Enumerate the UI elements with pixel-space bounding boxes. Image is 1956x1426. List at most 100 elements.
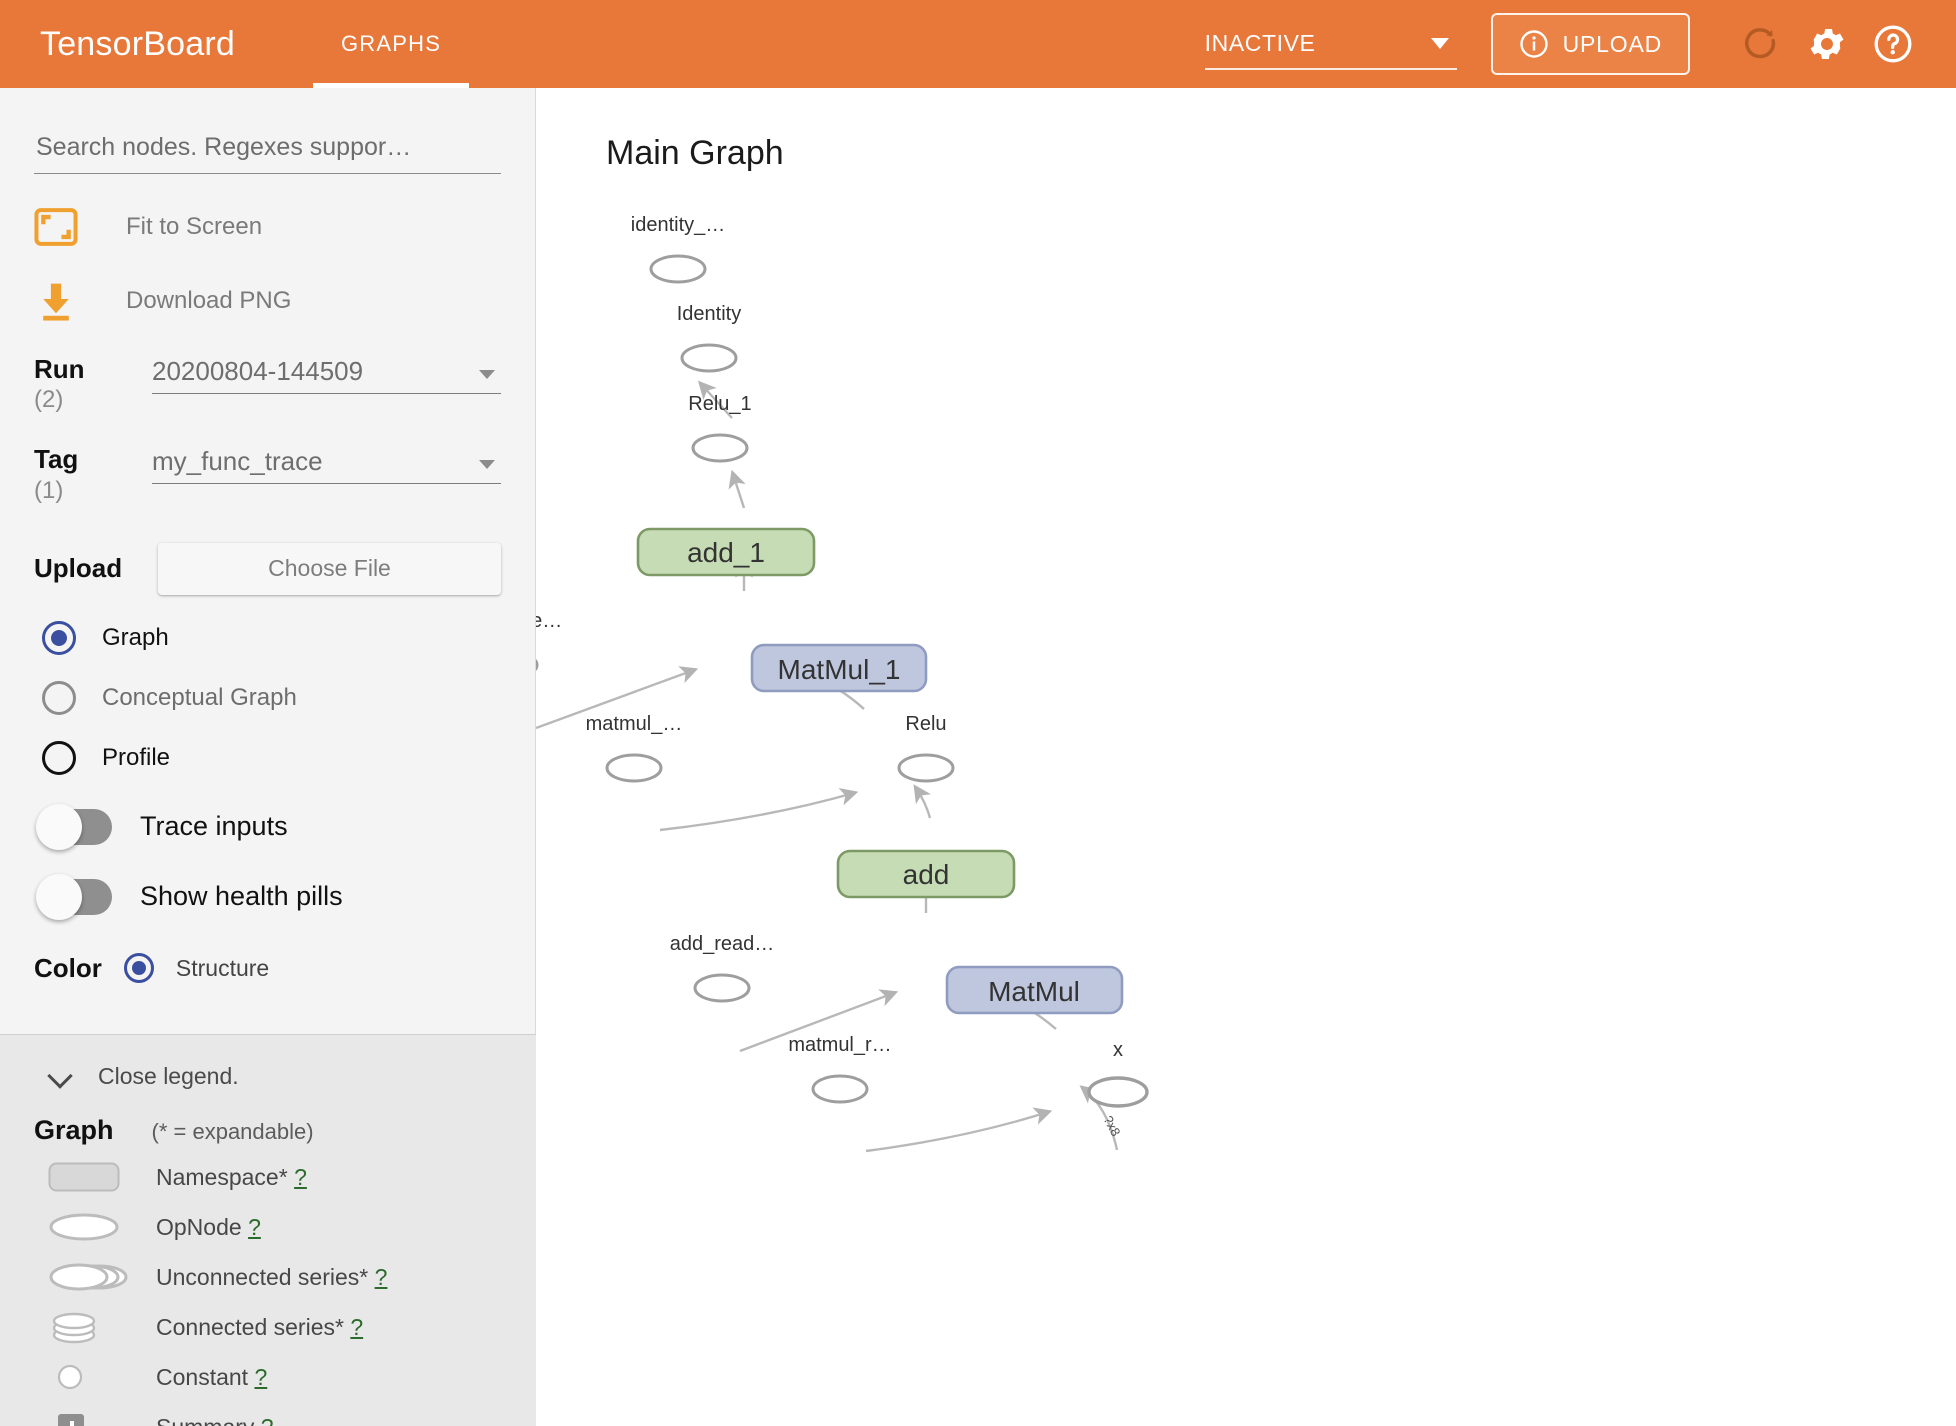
node-label-matmul-readvariableop-1: matmul_r… (788, 1034, 891, 1056)
node-shape-x[interactable] (1087, 1076, 1149, 1108)
legend-help-summary[interactable]: ? (261, 1414, 274, 1426)
radio-conceptual-graph[interactable]: Conceptual Graph (34, 680, 501, 715)
node-shape-matmul-readvariableop[interactable] (605, 753, 663, 783)
legend-help-unconnected-series[interactable]: ? (374, 1263, 388, 1290)
radio-graph-indicator (42, 620, 76, 655)
legend-help-constant[interactable]: ? (254, 1363, 268, 1390)
legend-help-namespace[interactable]: ? (294, 1163, 307, 1190)
node-matmul-readvariableop-1[interactable]: matmul_r… (788, 1034, 892, 1104)
tag-dropdown[interactable]: my_func_trace (152, 446, 501, 485)
fit-to-screen-label: Fit to Screen (126, 213, 263, 240)
chevron-down-icon (46, 1061, 76, 1091)
legend-help-opnode[interactable]: ? (248, 1213, 261, 1240)
node-shape-add-1-readvariableop[interactable] (536, 652, 539, 678)
node-add-1-readvariableop[interactable]: add_1_re… (536, 610, 562, 678)
node-label-add-1-readvariableop: add_1_re… (536, 610, 562, 632)
node-shape-identity-out[interactable] (649, 254, 707, 284)
node-shape-relu[interactable] (897, 753, 955, 783)
edge-relu-to-matmul1 (913, 784, 932, 819)
fit-to-screen-button[interactable]: Fit to Screen (34, 208, 501, 246)
help-icon[interactable] (1864, 15, 1922, 73)
node-add[interactable]: add (836, 849, 1016, 899)
color-row: Color Structure (34, 953, 501, 984)
node-shape-relu-1[interactable] (691, 433, 749, 463)
node-label-matmul-readvariableop: matmul_… (586, 713, 683, 735)
upload-button[interactable]: UPLOAD (1490, 13, 1690, 75)
close-legend-button[interactable]: Close legend. (34, 1061, 502, 1091)
run-status-value: INACTIVE (1204, 29, 1316, 56)
node-relu[interactable]: Relu (897, 713, 955, 783)
node-label-relu: Relu (905, 713, 946, 735)
toggle-show-health-pills-switch (36, 873, 112, 920)
choose-file-button[interactable]: Choose File (158, 542, 501, 595)
chevron-down-icon (1430, 38, 1449, 49)
node-label-add-readvariableop: add_read… (670, 933, 775, 955)
node-matmul-1[interactable]: MatMul_1 (750, 643, 928, 693)
run-dropdown[interactable]: 20200804-144509 (152, 356, 501, 394)
node-shape-add-1[interactable] (636, 527, 816, 577)
download-png-button[interactable]: Download PNG (34, 280, 501, 322)
legend-title: Graph (34, 1115, 114, 1145)
node-shape-add[interactable] (836, 849, 1016, 899)
tag-count: (1) (34, 476, 64, 504)
color-label: Color (34, 952, 102, 983)
run-label: Run (34, 354, 85, 384)
opnode-swatch-icon (34, 1212, 130, 1242)
legend-item-unconnected-series: Unconnected series* ? (34, 1258, 502, 1296)
node-matmul[interactable]: MatMul (945, 965, 1124, 1015)
settings-icon[interactable] (1798, 15, 1856, 73)
edge-identity-to-identity-out (697, 380, 733, 419)
connected-series-swatch-icon (34, 1310, 130, 1344)
app-bar: TensorBoard GRAPHS INACTIVE UPLOAD (0, 0, 1956, 88)
radio-color-structure-indicator[interactable] (123, 953, 154, 984)
run-value: 20200804-144509 (152, 356, 364, 386)
node-add-1[interactable]: add_1 (636, 527, 816, 577)
legend-item-opnode: OpNode ? (34, 1208, 502, 1246)
toggle-trace-inputs[interactable]: Trace inputs (34, 803, 501, 850)
graph-svg[interactable]: ?x8 identity_… Identity Relu_1 add_1 (536, 88, 1956, 1426)
legend-header: Graph (* = expandable) (34, 1115, 502, 1146)
radio-graph[interactable]: Graph (34, 620, 501, 655)
node-shape-identity[interactable] (680, 343, 738, 373)
radio-profile[interactable]: Profile (34, 740, 501, 775)
tab-graphs[interactable]: GRAPHS (312, 0, 470, 88)
graph-title: Main Graph (606, 134, 784, 172)
node-identity[interactable]: Identity (677, 303, 741, 373)
tag-label: Tag (34, 444, 79, 475)
run-status-select[interactable]: INACTIVE (1204, 18, 1457, 70)
toggle-show-health-pills[interactable]: Show health pills (34, 873, 501, 920)
toggle-show-health-pills-label: Show health pills (140, 881, 343, 912)
upload-button-label: UPLOAD (1562, 30, 1662, 57)
legend-label-unconnected-series: Unconnected series* (156, 1263, 369, 1290)
toggle-trace-inputs-switch (36, 803, 112, 850)
namespace-swatch-icon (34, 1162, 130, 1192)
refresh-icon[interactable] (1732, 15, 1790, 73)
legend-panel: Close legend. Graph (* = expandable) Nam… (0, 1034, 536, 1426)
download-png-label: Download PNG (126, 287, 292, 314)
legend-item-summary: Summary ? (34, 1408, 502, 1426)
tag-selector-row: Tag (1) my_func_trace (34, 444, 501, 504)
node-shape-add-readvariableop[interactable] (693, 973, 751, 1003)
node-identity-out[interactable]: identity_… (631, 214, 726, 284)
node-relu-1[interactable]: Relu_1 (688, 393, 752, 463)
node-add-readvariableop[interactable]: add_read… (670, 933, 775, 1003)
node-label-add: add (903, 859, 950, 890)
node-label-add-1: add_1 (687, 537, 765, 568)
toggle-trace-inputs-label: Trace inputs (140, 811, 288, 842)
search-nodes-row (34, 132, 501, 174)
node-label-identity: Identity (677, 303, 741, 325)
legend-help-connected-series[interactable]: ? (350, 1313, 364, 1340)
node-matmul-readvariableop[interactable]: matmul_… (586, 713, 683, 783)
edge-label-x-to-matmul: ?x8 (1100, 1113, 1123, 1139)
node-shape-matmul-readvariableop-1[interactable] (811, 1074, 869, 1104)
node-shape-matmul[interactable] (945, 965, 1124, 1015)
search-input[interactable] (34, 132, 501, 163)
node-x[interactable]: x (1087, 1039, 1149, 1108)
fit-to-screen-icon (34, 208, 90, 246)
graph-canvas[interactable]: Main Graph ?x8 identity_… (536, 88, 1956, 1426)
edge-matmulread1-to-matmul (865, 1107, 1053, 1153)
radio-graph-label: Graph (102, 623, 169, 651)
node-shape-matmul-1[interactable] (750, 643, 928, 693)
radio-color-structure-label: Structure (175, 954, 270, 981)
legend-item-connected-series: Connected series* ? (34, 1308, 502, 1346)
